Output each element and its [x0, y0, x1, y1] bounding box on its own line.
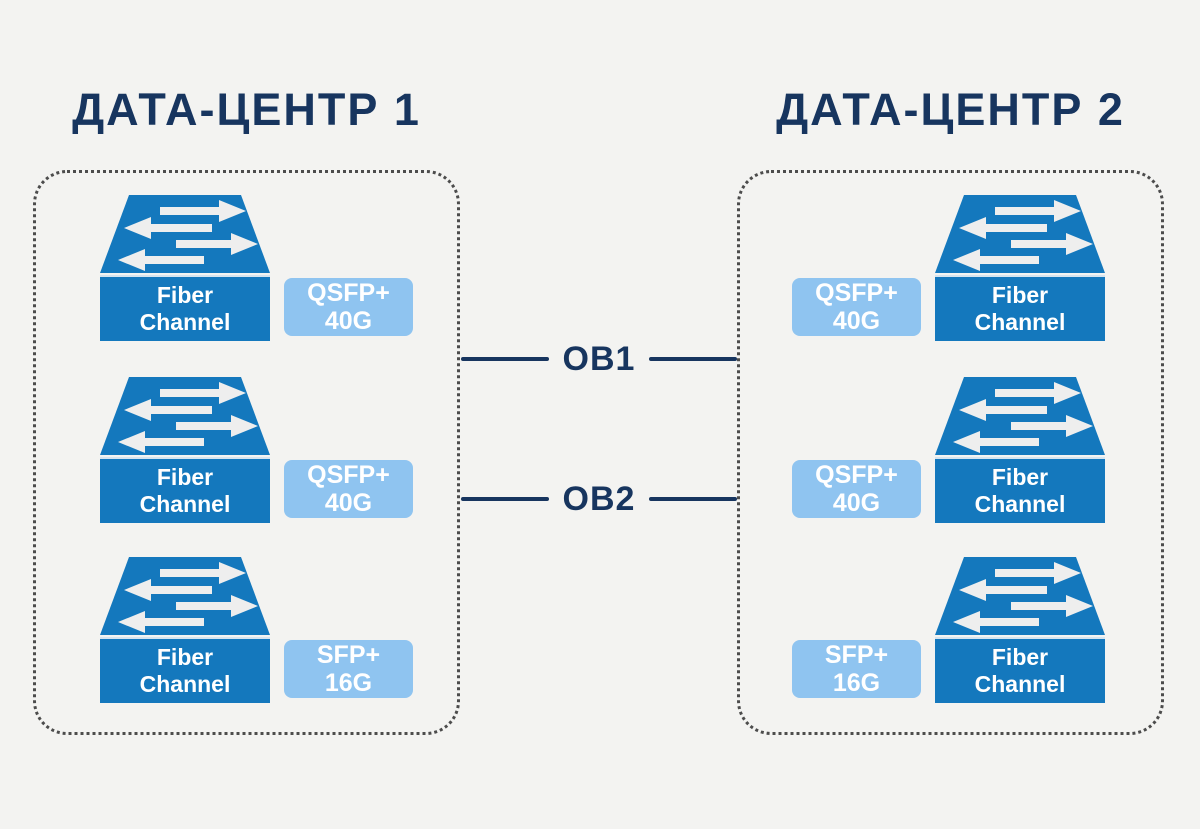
switch-label-line1: Fiber — [156, 281, 214, 308]
port-type: QSFP+ — [815, 278, 898, 307]
link-line-right — [649, 357, 738, 361]
port-badge: QSFP+ 40G — [792, 278, 921, 336]
switch-arrows-icon — [100, 195, 270, 273]
switch-label-line2: Channel — [139, 671, 231, 697]
switch-label-line1: Fiber — [991, 463, 1049, 490]
switch-arrows-icon — [935, 377, 1105, 455]
link-line-left — [461, 497, 549, 501]
port-speed: 40G — [832, 489, 881, 517]
port-speed: 40G — [832, 307, 881, 335]
link-ob1-label: OB1 — [562, 339, 636, 378]
switch-label: Fiber Channel — [935, 637, 1105, 703]
switch-label-line1: Fiber — [156, 463, 214, 490]
switch-arrows-icon — [100, 377, 270, 455]
port-type: QSFP+ — [307, 278, 390, 307]
datacenter-2-title: ДАТА-ЦЕНТР 2 — [776, 84, 1125, 135]
port-type: SFP+ — [824, 640, 889, 669]
switch-label-line1: Fiber — [156, 643, 214, 670]
datacenter-1-title: ДАТА-ЦЕНТР 1 — [72, 84, 421, 135]
datacenter-1-box: Fiber Channel QSFP+ 40G Fiber Channel QS… — [33, 170, 460, 735]
switch-label-line1: Fiber — [991, 281, 1049, 308]
switch-label: Fiber Channel — [100, 275, 270, 341]
dc1-switch-row-1: Fiber Channel QSFP+ 40G — [100, 195, 413, 341]
dc2-switch-row-2: QSFP+ 40G Fiber Channel — [792, 377, 1105, 523]
link-line-left — [461, 357, 549, 361]
switch-label: Fiber Channel — [935, 457, 1105, 523]
dc1-switch-row-3: Fiber Channel SFP+ 16G — [100, 557, 413, 703]
port-speed: 16G — [324, 669, 373, 697]
port-badge: QSFP+ 40G — [284, 278, 413, 336]
switch-label-line2: Channel — [139, 309, 231, 335]
link-ob2: OB2 — [461, 477, 738, 521]
switch-label-line2: Channel — [139, 491, 231, 517]
port-type: QSFP+ — [815, 460, 898, 489]
switch-label-line2: Channel — [974, 309, 1066, 335]
fiber-channel-switch: Fiber Channel — [100, 557, 270, 703]
port-type: QSFP+ — [307, 460, 390, 489]
port-badge: QSFP+ 40G — [792, 460, 921, 518]
link-ob1: OB1 — [461, 337, 738, 381]
port-speed: 16G — [832, 669, 881, 697]
switch-label: Fiber Channel — [935, 275, 1105, 341]
switch-label-line2: Channel — [974, 671, 1066, 697]
port-type: SFP+ — [316, 640, 381, 669]
fiber-channel-switch: Fiber Channel — [935, 377, 1105, 523]
link-line-right — [649, 497, 738, 501]
fiber-channel-switch: Fiber Channel — [100, 377, 270, 523]
port-badge: SFP+ 16G — [792, 640, 921, 698]
fiber-channel-switch: Fiber Channel — [935, 195, 1105, 341]
port-badge: SFP+ 16G — [284, 640, 413, 698]
port-speed: 40G — [324, 489, 373, 517]
datacenter-2-box: QSFP+ 40G Fiber Channel QSFP+ 40G Fiber — [737, 170, 1164, 735]
fiber-channel-switch: Fiber Channel — [935, 557, 1105, 703]
switch-arrows-icon — [100, 557, 270, 635]
switch-label: Fiber Channel — [100, 457, 270, 523]
switch-arrows-icon — [935, 195, 1105, 273]
fiber-channel-switch: Fiber Channel — [100, 195, 270, 341]
dc1-switch-row-2: Fiber Channel QSFP+ 40G — [100, 377, 413, 523]
switch-label-line2: Channel — [974, 491, 1066, 517]
switch-label-line1: Fiber — [991, 643, 1049, 670]
switch-arrows-icon — [935, 557, 1105, 635]
port-badge: QSFP+ 40G — [284, 460, 413, 518]
link-ob2-label: OB2 — [562, 479, 636, 518]
dc2-switch-row-1: QSFP+ 40G Fiber Channel — [792, 195, 1105, 341]
port-speed: 40G — [324, 307, 373, 335]
dc2-switch-row-3: SFP+ 16G Fiber Channel — [792, 557, 1105, 703]
switch-label: Fiber Channel — [100, 637, 270, 703]
